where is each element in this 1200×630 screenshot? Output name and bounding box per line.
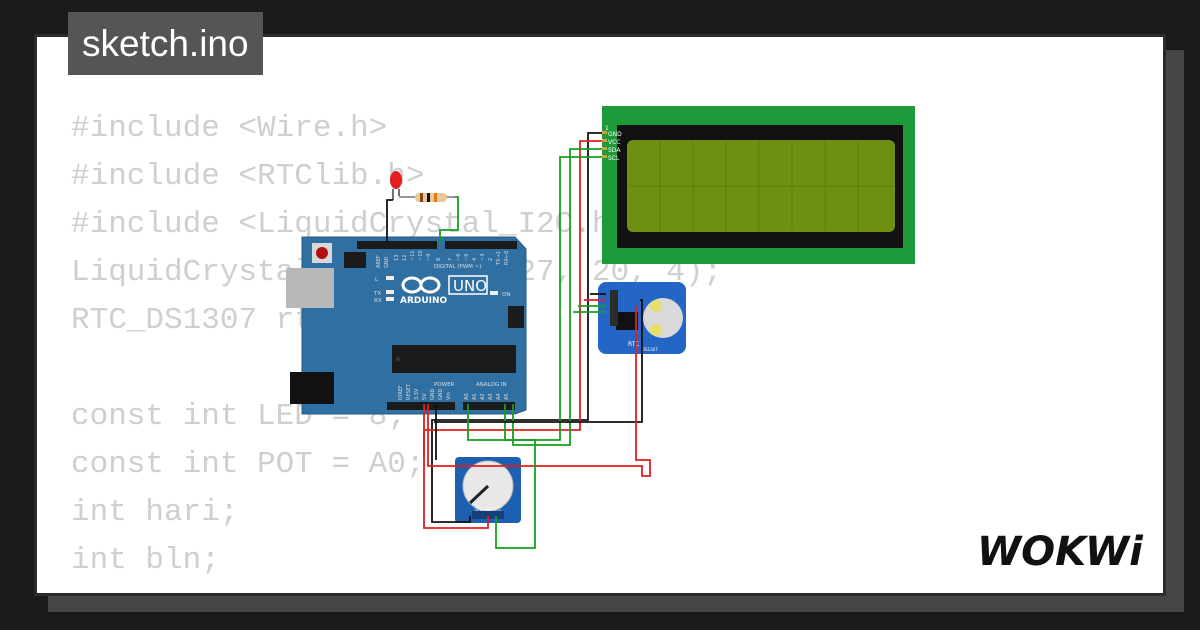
code-line: const int POT = A0; — [71, 447, 425, 482]
power-pin-label: RESET — [406, 383, 412, 400]
wires — [386, 132, 651, 549]
code-line: #include <Wire.h> — [71, 111, 388, 146]
resistor[interactable] — [399, 193, 455, 202]
power-label: POWER — [434, 382, 455, 388]
analog-label: ANALOG IN — [476, 382, 507, 388]
red-led[interactable] — [390, 171, 402, 200]
pin-label: 7 — [448, 258, 454, 261]
wokwi-logo-text: WOKWi — [977, 529, 1144, 575]
gnd-pin-label: GND — [384, 256, 390, 268]
lcd-pin-gnd: GND — [608, 131, 622, 138]
wokwi-logo: WOKWi — [977, 529, 1144, 575]
pin-label: 4 — [472, 258, 478, 261]
pin-label: ~9 — [426, 254, 432, 261]
power-pin-label: 3.3V — [414, 388, 420, 400]
pin-label: 13 — [394, 255, 400, 261]
reset-button[interactable] — [316, 247, 328, 259]
analog-pin-label: A2 — [480, 393, 486, 400]
pin-label: ~6 — [456, 254, 462, 261]
l-led-label: L — [375, 277, 379, 283]
pot-pin-label: GND SIG VCC — [475, 507, 502, 512]
arduino-uno-board[interactable]: DIGITAL (PWM ~) L TX RX ON POWER ANALOG … — [286, 236, 527, 415]
on-label: ON — [502, 292, 510, 298]
usb-port — [286, 268, 334, 308]
power-jack — [290, 372, 334, 404]
pin-label: 8 — [436, 258, 442, 261]
code-line: RTC_DS1307 rtc; — [71, 303, 351, 338]
pin-label: ~3 — [480, 254, 486, 261]
digital-label: DIGITAL (PWM ~) — [434, 264, 481, 270]
pin-label: TX→1 — [496, 251, 502, 266]
analog-pin-label: A0 — [464, 393, 470, 400]
power-pin-label: GND — [430, 388, 436, 400]
rx-label: RX — [374, 298, 382, 304]
code-line: #include <LiquidCrystal_I2C.h> — [71, 207, 630, 242]
power-pin-label: GND — [438, 388, 444, 400]
pin-label: 12 — [402, 255, 408, 261]
code-line: int bln; — [71, 543, 220, 578]
file-title: sketch.ino — [68, 12, 263, 75]
power-pin-label: Vin — [446, 392, 452, 400]
pin-label: ~10 — [418, 250, 424, 261]
analog-pin-label: A5 — [504, 393, 510, 400]
microcontroller-chip — [392, 345, 516, 373]
analog-pin-label: A3 — [488, 393, 494, 400]
pin-label: 2 — [488, 258, 494, 261]
power-pin-label: IOREF — [398, 385, 404, 400]
lcd-pin-sda: SDA — [608, 147, 621, 154]
pin-label: ~5 — [464, 254, 470, 261]
model-label: UNO — [453, 277, 487, 295]
tx-label: TX — [373, 291, 381, 297]
rtc-label: RTC — [628, 341, 639, 348]
code-line: int thn; — [71, 585, 722, 593]
code-line: int hari; — [71, 495, 239, 530]
lcd-display[interactable]: 1 GND VCC SDA SCL — [602, 106, 915, 264]
potentiometer[interactable]: GND SIG VCC — [455, 457, 521, 523]
lcd-pin-vcc: VCC — [608, 139, 620, 146]
pin-label: RX←0 — [504, 251, 510, 265]
brand-label: ARDUINO — [400, 296, 448, 306]
pin-label: ~11 — [410, 250, 416, 261]
rtc-module[interactable]: RTC DS1307 — [598, 282, 686, 354]
lcd-pin-scl: SCL — [608, 155, 620, 162]
analog-pin-label: A1 — [472, 393, 478, 400]
aref-pin-label: AREF — [376, 255, 382, 268]
analog-pin-label: A4 — [496, 393, 502, 400]
arduino-logo-icon — [401, 276, 441, 294]
svg-text:1: 1 — [605, 125, 609, 132]
power-pin-label: 5V — [422, 393, 428, 400]
rtc-chip-label: DS1307 — [642, 347, 658, 352]
code-preview: #include <Wire.h>#include <RTClib.h>#inc… — [71, 105, 722, 593]
